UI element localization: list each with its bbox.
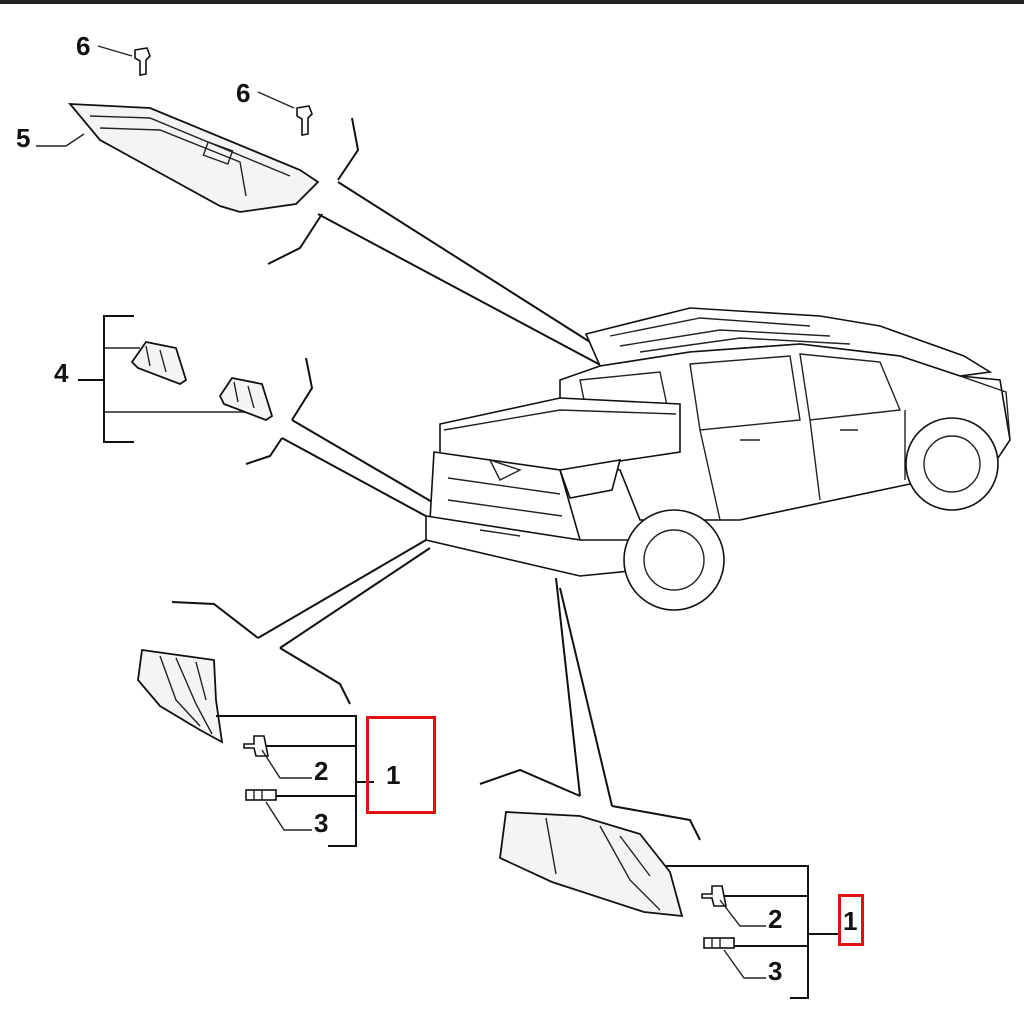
callout-bolt-left: 6 bbox=[76, 31, 91, 61]
right-tail-lamp bbox=[499, 811, 684, 918]
right-lamp-highlight bbox=[838, 894, 864, 946]
third-brake-light bbox=[67, 102, 320, 213]
callout-left-screw: 2 bbox=[314, 756, 329, 786]
callout-right-lamp: 1 bbox=[843, 906, 858, 936]
left-tail-lamp bbox=[137, 648, 224, 744]
callout-right-screw: 2 bbox=[768, 904, 783, 934]
callout-license-lights: 4 bbox=[54, 358, 69, 388]
callout-bolt-right: 6 bbox=[236, 78, 251, 108]
callout-right-bulb: 3 bbox=[768, 956, 783, 986]
callout-left-lamp: 1 bbox=[386, 760, 401, 790]
left-bulb bbox=[245, 789, 277, 801]
right-bulb bbox=[703, 937, 735, 949]
license-light-1 bbox=[130, 341, 188, 386]
callout-third-brake-light: 5 bbox=[16, 123, 31, 153]
left-lamp-highlight bbox=[366, 716, 436, 814]
bolt-left bbox=[134, 47, 151, 76]
bolt-right bbox=[296, 105, 313, 136]
callout-left-bulb: 3 bbox=[314, 808, 329, 838]
pickup-truck bbox=[425, 307, 1011, 611]
license-light-2 bbox=[218, 376, 274, 422]
top-border bbox=[0, 0, 1024, 4]
